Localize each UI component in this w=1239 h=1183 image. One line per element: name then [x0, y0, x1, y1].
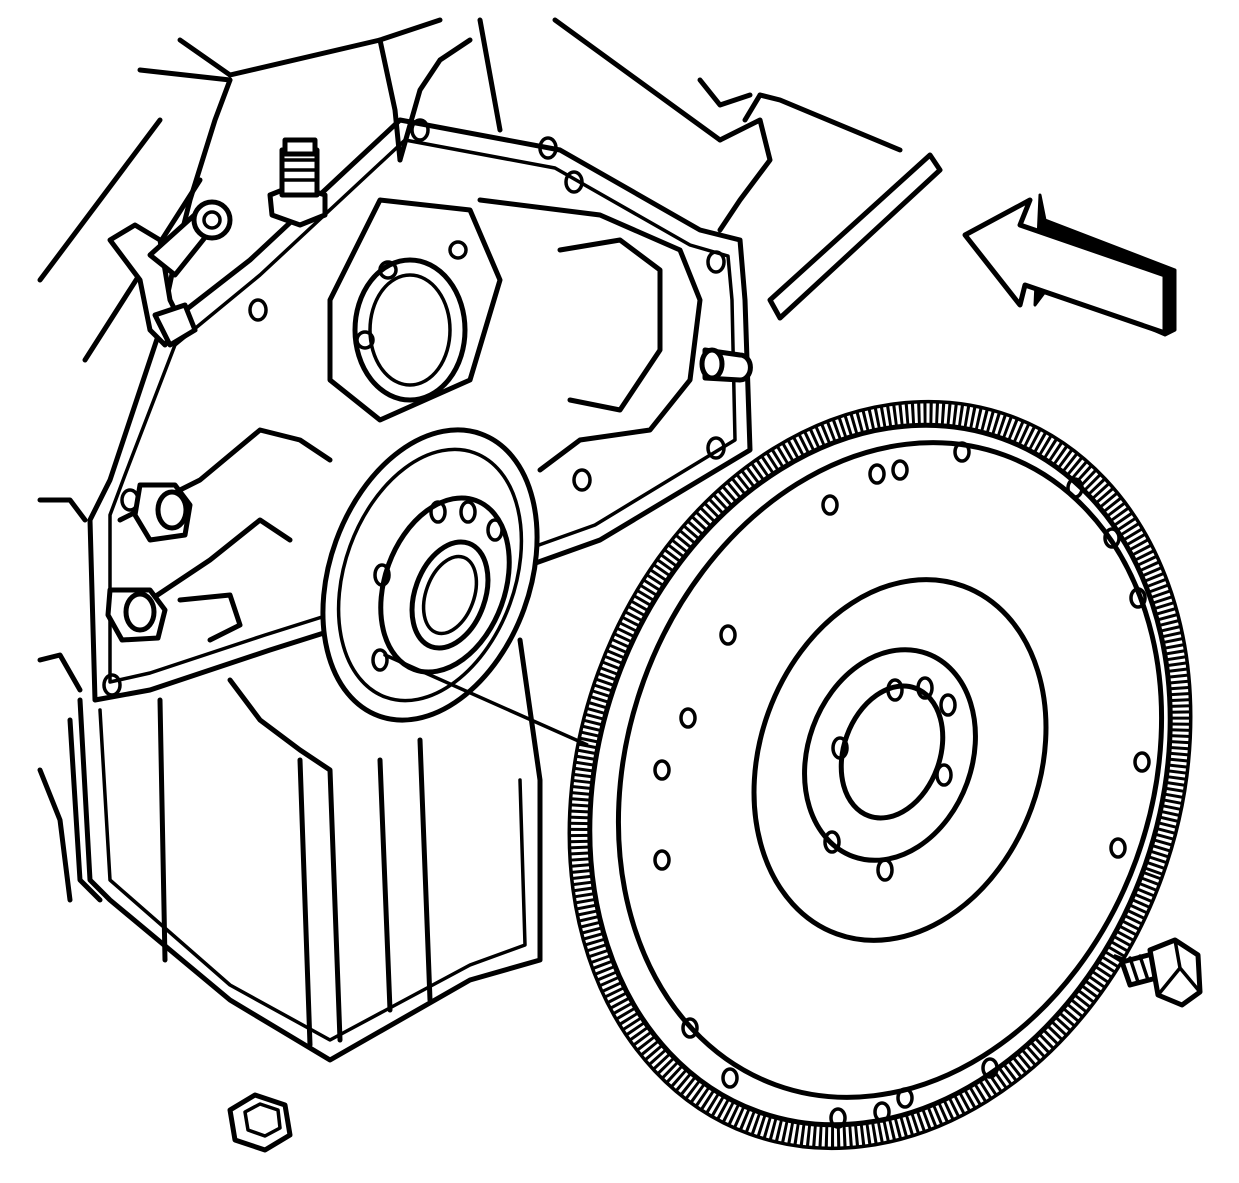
sensor-connector: [107, 199, 233, 348]
crankshaft-flange: [371, 495, 512, 675]
direction-arrow: [962, 193, 1177, 337]
engine-block: [37, 17, 903, 903]
oil-pan: [67, 637, 543, 1063]
fitting: [267, 137, 328, 228]
flywheel-hub-holes: [823, 676, 957, 882]
gasket-strip: [767, 152, 943, 321]
oil-pan-drain-plug: [227, 1092, 293, 1153]
flywheel-bolt: [1119, 937, 1203, 1008]
flywheel: [567, 399, 1193, 1151]
flywheel-outer-holes: [653, 441, 1151, 1129]
